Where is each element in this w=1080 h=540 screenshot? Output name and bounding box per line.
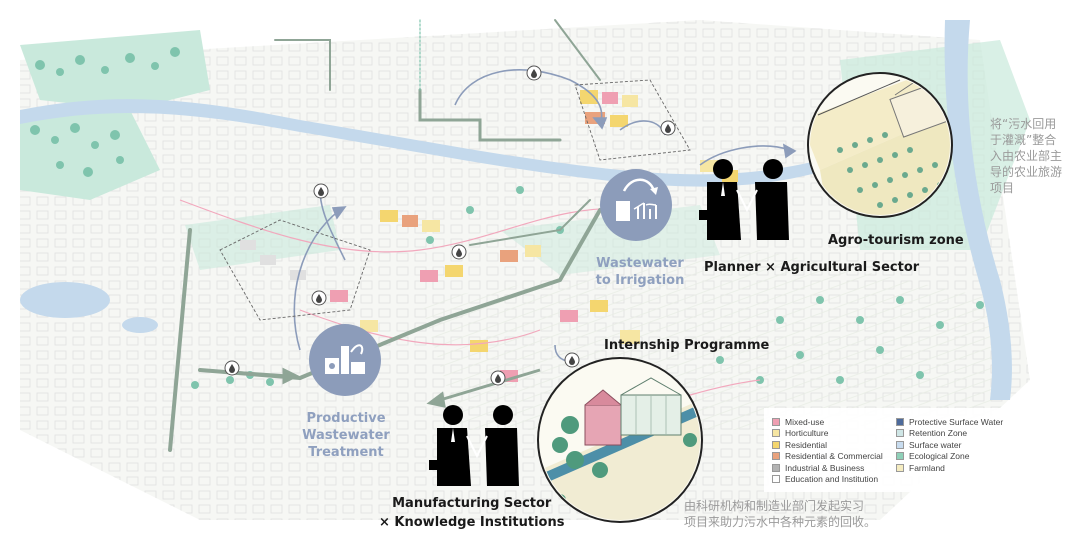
water-drop-icon: [490, 370, 506, 386]
flow-arrows: [199, 367, 541, 408]
handshake-icon: [429, 405, 519, 486]
planner-label: Planner × Agricultural Sector: [704, 260, 920, 275]
legend-right-column: Protective Surface Water Retention Zone …: [896, 416, 1003, 474]
legend-swatch: [772, 463, 780, 472]
legend-swatch: [896, 440, 904, 449]
legend-swatch: [896, 463, 904, 472]
water-drop-icon: [311, 290, 327, 306]
productive-label: Wastewater: [302, 428, 390, 443]
manufacturing-label: × Knowledge Institutions: [379, 515, 565, 530]
legend-item: Horticulture: [772, 428, 883, 440]
trees: [30, 47, 984, 389]
agro-tourism-label: Agro-tourism zone: [828, 233, 964, 248]
legend-swatch: [896, 452, 904, 461]
water-drop-icon: [660, 120, 676, 136]
legend-item: Retention Zone: [896, 428, 1003, 440]
chinese-note-right: 将“污水回用 于灌溉”整合 入由农业部主 导的农业旅游 项目: [990, 117, 1063, 195]
water-drop-icon: [451, 244, 467, 260]
water-drop-icon: [224, 360, 240, 376]
handshake-icon: [699, 159, 789, 240]
water-drop-markers: [224, 65, 676, 386]
legend-swatch: [772, 440, 780, 449]
legend-swatch: [896, 429, 904, 438]
project-boundaries: [219, 79, 691, 321]
legend-swatch: [772, 452, 780, 461]
water-drop-icon: [564, 352, 580, 368]
internship-label: Internship Programme: [604, 338, 770, 353]
wastewater-treatment-icon: [309, 324, 381, 396]
chinese-note-bottom: 由科研机构和制造业部门发起实习 项目来助力污水中各种元素的回收。: [684, 499, 877, 529]
irrigation-icon: [600, 169, 672, 241]
legend: Mixed-use Horticulture Residential Resid…: [764, 408, 1012, 492]
legend-swatch: [772, 475, 780, 484]
surface-water: [20, 20, 1012, 400]
legend-item: Surface water: [896, 439, 1003, 451]
manufacturing-label: Manufacturing Sector: [392, 496, 552, 511]
legend-item: Ecological Zone: [896, 451, 1003, 463]
agro-tourism-vignette: [807, 72, 953, 218]
water-drop-icon: [313, 183, 329, 199]
productive-label: Productive: [306, 411, 386, 426]
legend-item: Farmland: [896, 462, 1003, 474]
wastewater-irrigation-label: to Irrigation: [595, 273, 685, 288]
legend-swatch: [772, 429, 780, 438]
legend-swatch: [772, 417, 780, 426]
legend-item: Residential & Commercial: [772, 451, 883, 463]
water-drop-icon: [526, 65, 542, 81]
legend-item: Industrial & Business: [772, 462, 883, 474]
legend-item: Education and Institution: [772, 474, 883, 486]
productive-label: Treatment: [308, 445, 384, 460]
legend-item: Residential: [772, 439, 883, 451]
legend-swatch: [896, 417, 904, 426]
wastewater-irrigation-label: Wastewater: [596, 256, 684, 271]
legend-left-column: Mixed-use Horticulture Residential Resid…: [772, 416, 883, 485]
legend-item: Protective Surface Water: [896, 416, 1003, 428]
legend-item: Mixed-use: [772, 416, 883, 428]
